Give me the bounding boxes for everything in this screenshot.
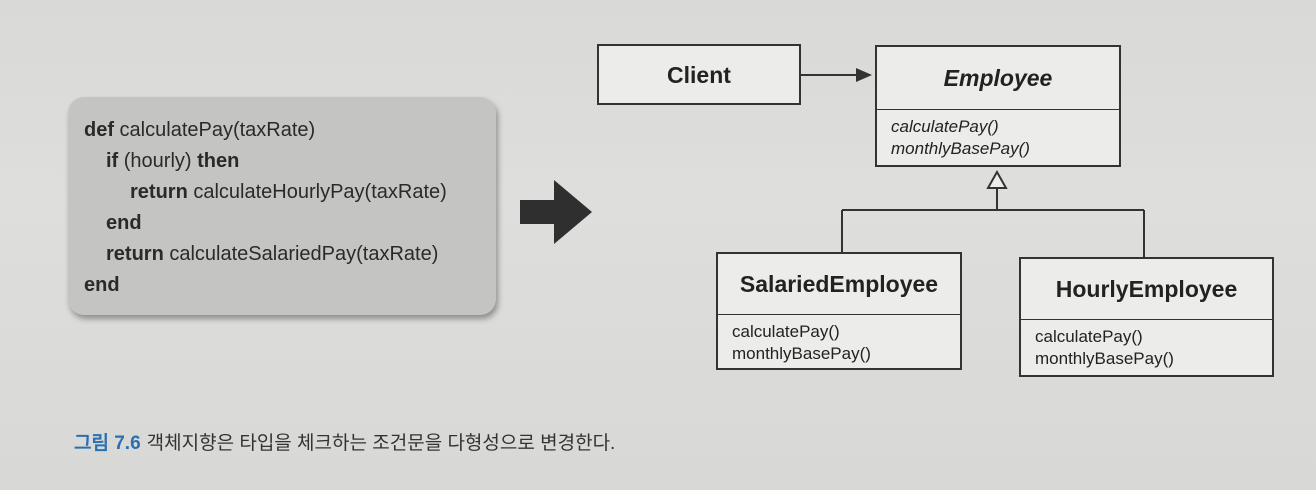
- code-line-return-salaried: return calculateSalariedPay(taxRate): [84, 239, 496, 270]
- code-line-end-def: end: [84, 270, 496, 301]
- inheritance-connector: [841, 169, 1145, 257]
- class-name: SalariedEmployee: [739, 271, 939, 297]
- code-keyword: return: [130, 181, 188, 203]
- code-keyword: then: [197, 150, 240, 172]
- class-methods: calculatePay() monthlyBasePay(): [718, 314, 960, 365]
- caption-text: 객체지향은 타입을 체크하는 조건문을 다형성으로 변경한다.: [146, 433, 616, 454]
- method-item: monthlyBasePay(): [891, 139, 1030, 158]
- class-name: Employee: [943, 65, 1053, 91]
- code-keyword: end: [106, 212, 142, 234]
- class-name: HourlyEmployee: [1055, 276, 1238, 302]
- code-box: def calculatePay(taxRate) if (hourly) th…: [68, 97, 496, 315]
- right-arrow-icon: [520, 180, 592, 244]
- method-item: monthlyBasePay(): [732, 344, 871, 363]
- code-text: calculateSalariedPay(taxRate): [163, 243, 439, 265]
- salaried-employee-class-box: SalariedEmployee calculatePay() monthlyB…: [716, 252, 962, 370]
- code-keyword: return: [106, 243, 164, 265]
- class-methods: calculatePay() monthlyBasePay(): [1021, 319, 1272, 370]
- method-item: calculatePay(): [732, 322, 840, 341]
- method-item: calculatePay(): [891, 117, 999, 136]
- code-keyword: if: [106, 150, 119, 172]
- hourly-employee-class-box: HourlyEmployee calculatePay() monthlyBas…: [1019, 257, 1274, 377]
- code-keyword: def: [84, 119, 114, 141]
- class-methods: calculatePay() monthlyBasePay(): [877, 109, 1119, 160]
- code-line-end-if: end: [84, 208, 496, 239]
- code-text: calculateHourlyPay(taxRate): [187, 181, 447, 203]
- class-name: Client: [667, 62, 731, 88]
- employee-class-box: Employee calculatePay() monthlyBasePay(): [875, 45, 1121, 167]
- code-text: (hourly): [118, 150, 198, 172]
- client-class-box: Client: [597, 44, 801, 105]
- code-keyword: end: [84, 274, 120, 296]
- association-arrow: [801, 68, 872, 82]
- code-line-def: def calculatePay(taxRate): [84, 115, 496, 146]
- method-item: calculatePay(): [1035, 327, 1143, 346]
- code-line-if: if (hourly) then: [84, 146, 496, 177]
- code-line-return-hourly: return calculateHourlyPay(taxRate): [84, 177, 496, 208]
- figure-number: 그림 7.6: [74, 433, 141, 454]
- method-item: monthlyBasePay(): [1035, 349, 1174, 368]
- code-text: calculatePay(taxRate): [114, 119, 316, 141]
